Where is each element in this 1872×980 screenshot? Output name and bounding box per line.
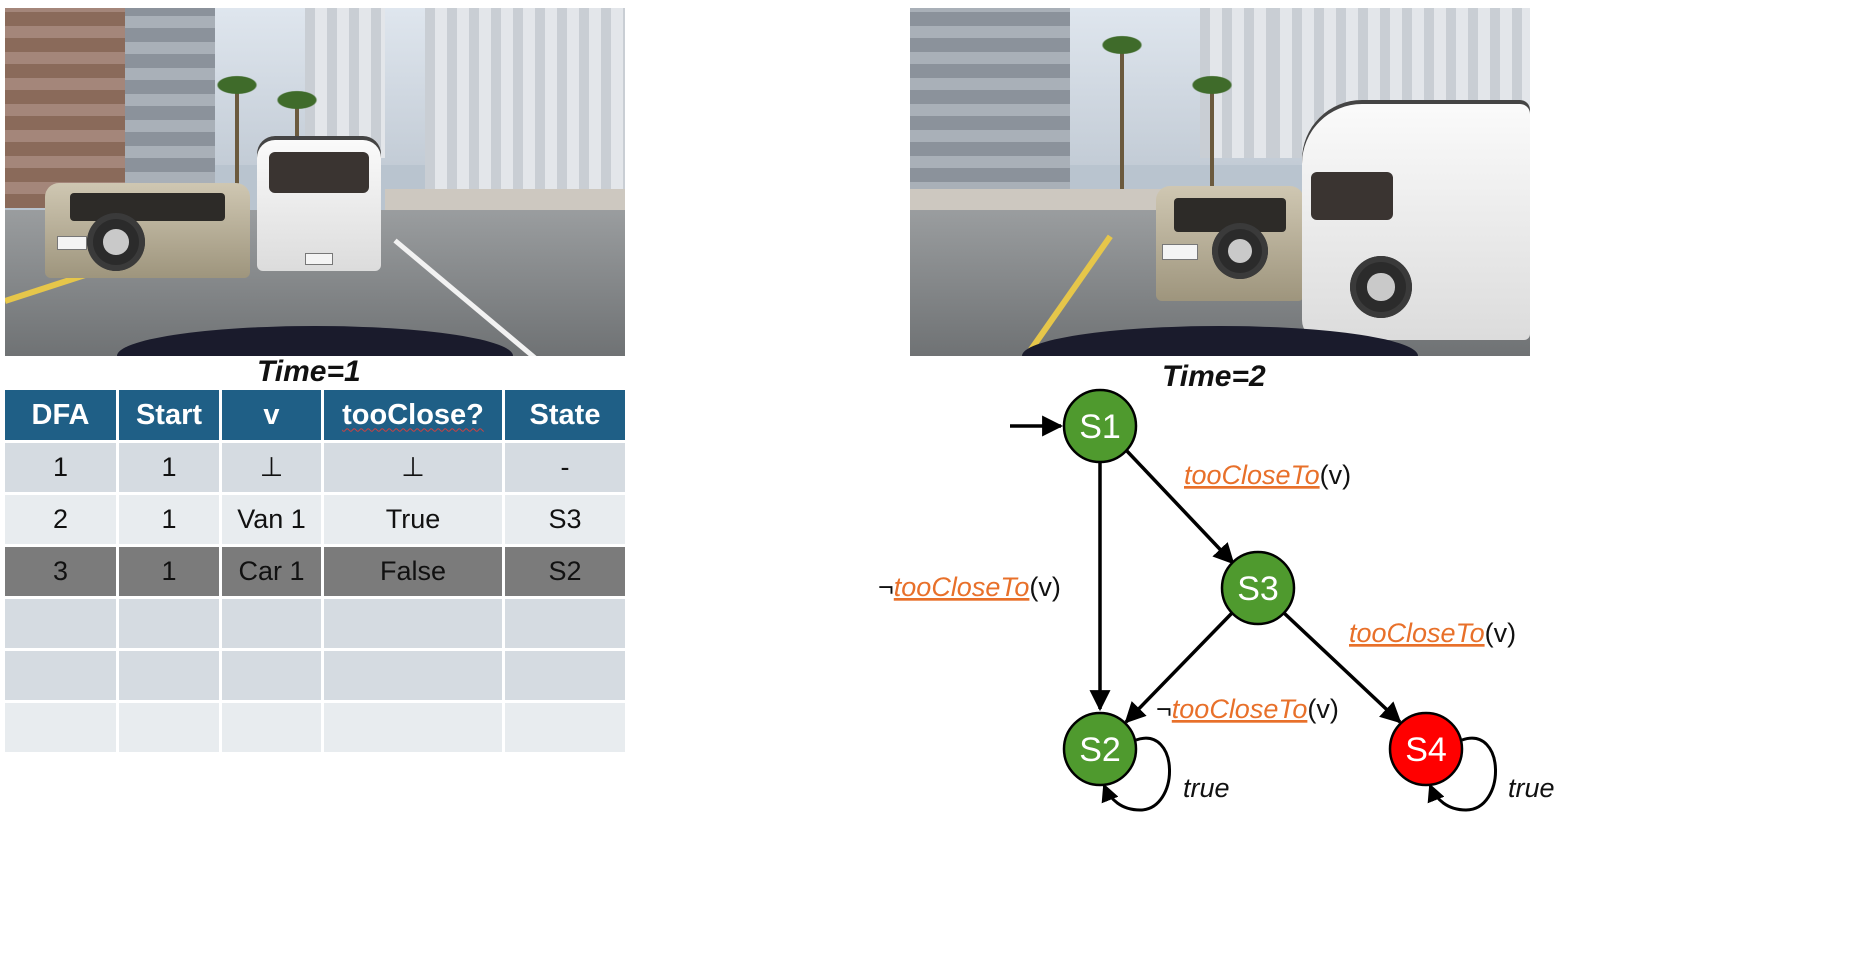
edge-s3-s2: [1124, 611, 1234, 724]
spare-tire: [1212, 223, 1268, 279]
spare-tire: [87, 213, 145, 271]
sidewalk: [910, 188, 1210, 210]
edge-label-s1-s3: tooCloseTo(v): [1184, 460, 1351, 490]
table-row-empty: [5, 703, 625, 755]
state-s1: [1062, 388, 1138, 464]
header-start: Start: [119, 390, 222, 443]
loop-label-s4: true: [1508, 773, 1555, 803]
cell-state: S2: [505, 547, 625, 599]
building-left: [5, 8, 125, 208]
building-right: [425, 8, 625, 208]
header-state: State: [505, 390, 625, 443]
header-dfa: DFA: [5, 390, 119, 443]
palm-tree: [1188, 74, 1236, 198]
cell-state: -: [505, 443, 625, 495]
state-s4: [1388, 711, 1464, 787]
building-center: [305, 8, 385, 158]
cell-v: ⊥: [222, 443, 324, 495]
cell-state: S3: [505, 495, 625, 547]
cell-start: 1: [119, 495, 222, 547]
edge-label-s3-s2: ¬tooCloseTo(v): [1156, 694, 1339, 724]
table-row: 1 1 ⊥ ⊥ -: [5, 443, 625, 495]
header-tooclose: tooClose?: [324, 390, 505, 443]
table-header-row: DFA Start v tooClose? State: [5, 390, 625, 443]
state-s2: [1062, 711, 1138, 787]
cell-v: Van 1: [222, 495, 324, 547]
edge-label-s3-s4: tooCloseTo(v): [1349, 618, 1516, 648]
dfa-state-diagram: S1 S3 S2 S4 tooCloseTo(v) ¬tooCloseTo(v)…: [878, 388, 1555, 812]
table-row-highlighted: 3 1 Car 1 False S2: [5, 547, 625, 599]
building-left-mid: [125, 8, 215, 198]
suv-car: [45, 183, 250, 278]
self-loop-s2: [1101, 736, 1171, 812]
street-scene-photo-time-2: [910, 8, 1530, 356]
van-tire: [1350, 256, 1412, 318]
state-s3: [1220, 550, 1296, 626]
cell-dfa: 1: [5, 443, 119, 495]
white-van: [257, 136, 381, 271]
edge-s3-s4: [1282, 611, 1402, 724]
edge-s1-s3: [1124, 448, 1235, 565]
state-s2-label: S2: [1079, 731, 1121, 769]
table-row: 2 1 Van 1 True S3: [5, 495, 625, 547]
state-s4-label: S4: [1405, 731, 1447, 769]
dfa-table: DFA Start v tooClose? State 1 1 ⊥ ⊥ - 2 …: [5, 390, 625, 755]
palm-tree: [213, 74, 261, 198]
suv-plate: [1162, 244, 1198, 260]
cell-tooclose: True: [324, 495, 505, 547]
cell-tooclose: ⊥: [324, 443, 505, 495]
table-row-empty: [5, 651, 625, 703]
building-left: [910, 8, 1070, 208]
white-van: [1302, 100, 1530, 340]
table-row-empty: [5, 599, 625, 651]
caption-time-1: Time=1: [257, 355, 361, 388]
van-plate: [305, 253, 333, 265]
cell-v: Car 1: [222, 547, 324, 599]
state-s3-label: S3: [1237, 570, 1279, 608]
street-scene-photo-time-1: [5, 8, 625, 356]
edge-label-s1-s2: ¬tooCloseTo(v): [878, 572, 1061, 602]
caption-time-2: Time=2: [1162, 360, 1266, 393]
header-v: v: [222, 390, 324, 443]
state-s1-label: S1: [1079, 408, 1121, 446]
cell-tooclose: False: [324, 547, 505, 599]
sidewalk: [385, 188, 625, 210]
palm-tree: [1098, 34, 1146, 198]
cell-dfa: 2: [5, 495, 119, 547]
cell-start: 1: [119, 547, 222, 599]
suv-plate: [57, 236, 87, 250]
loop-label-s2: true: [1183, 773, 1230, 803]
cell-start: 1: [119, 443, 222, 495]
cell-dfa: 3: [5, 547, 119, 599]
self-loop-s4: [1427, 736, 1497, 812]
